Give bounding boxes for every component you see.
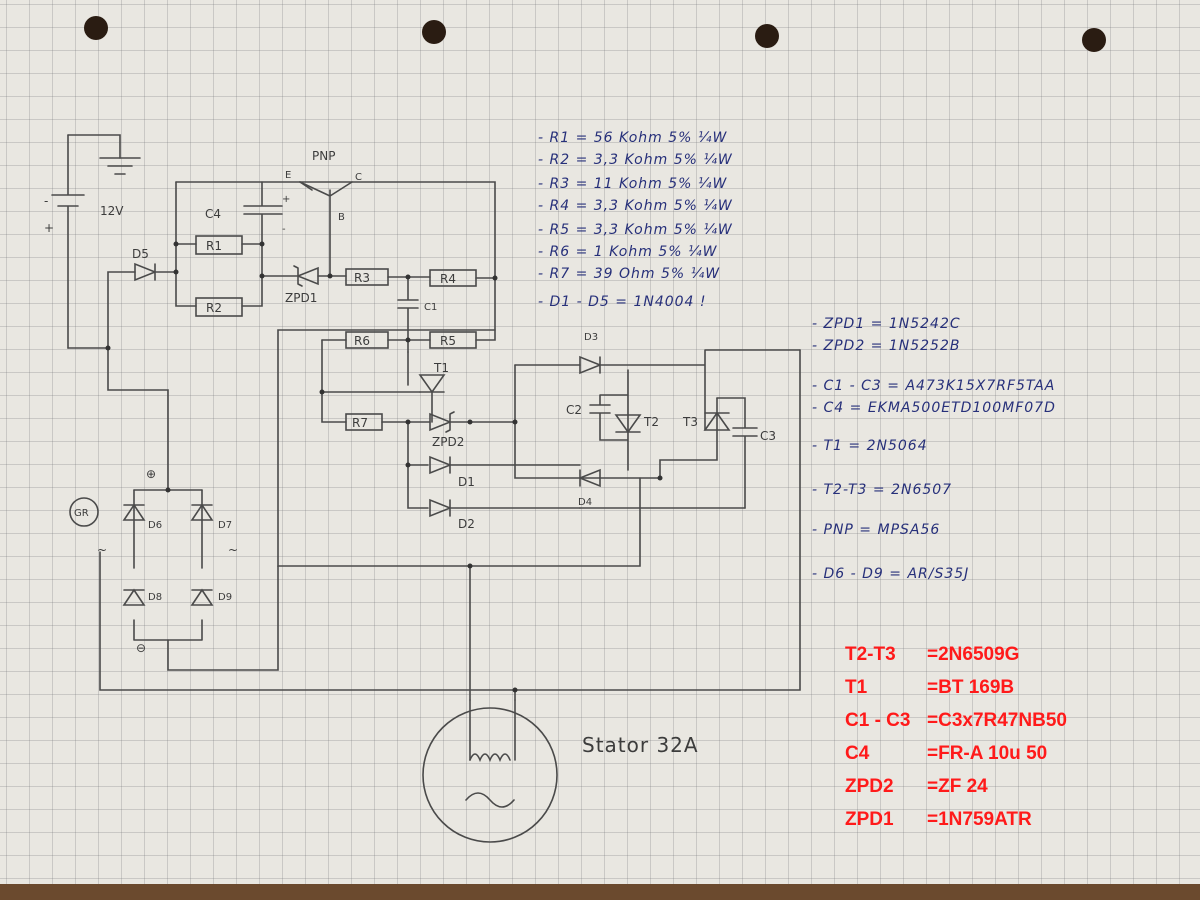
- svg-text:~: ~: [97, 543, 107, 557]
- svg-text:12V: 12V: [100, 204, 124, 218]
- gr-symbol: [69, 497, 99, 527]
- diode-d1: D1: [429, 455, 475, 489]
- svg-text:Stator 32A: Stator 32A: [582, 733, 699, 757]
- battery-12v: + - 12V: [44, 134, 141, 349]
- binder-hole: [422, 20, 446, 44]
- svg-text:-: -: [282, 224, 286, 235]
- part-r7: - R7 = 39 Ohm 5% ¼W: [538, 266, 720, 282]
- note-row: ZPD1=1N759ATR: [845, 809, 1032, 830]
- svg-text:PNP: PNP: [312, 149, 335, 163]
- note-row: T2-T3=2N6509G: [845, 644, 1020, 665]
- svg-text:B: B: [338, 212, 345, 223]
- svg-text:C2: C2: [566, 403, 582, 417]
- svg-text:C1: C1: [424, 302, 437, 313]
- part-pnp: - PNP = MPSA56: [812, 522, 940, 538]
- part-zpd2: - ZPD2 = 1N5252B: [812, 338, 960, 354]
- bridge-rectifier: GR ⊕ ⊖ ~ ~ D6 D7 D8 D9: [69, 467, 516, 691]
- svg-text:T2: T2: [643, 415, 659, 429]
- svg-text:D7: D7: [218, 520, 232, 531]
- binder-hole: [755, 24, 779, 48]
- svg-text:R6: R6: [354, 334, 370, 348]
- part-t1: - T1 = 2N5064: [812, 438, 928, 454]
- svg-text:D4: D4: [578, 497, 592, 508]
- svg-text:R4: R4: [440, 272, 456, 286]
- desk-edge: [0, 884, 1200, 900]
- svg-text:+: +: [44, 221, 54, 235]
- note-row: ZPD2=ZF 24: [845, 776, 988, 797]
- svg-text:D9: D9: [218, 592, 232, 603]
- part-r4: - R4 = 3,3 Kohm 5% ¼W: [538, 198, 733, 214]
- resistor-r1: R1: [195, 235, 243, 255]
- thyristor-t2: T2: [614, 414, 659, 434]
- svg-text:D3: D3: [584, 332, 598, 343]
- svg-text:D8: D8: [148, 592, 162, 603]
- svg-text:C3: C3: [760, 429, 776, 443]
- pnp-transistor: PNP E C B: [285, 149, 362, 277]
- svg-text:C4: C4: [205, 207, 221, 221]
- svg-text:D6: D6: [148, 520, 162, 531]
- svg-text:E: E: [285, 170, 291, 181]
- binder-hole: [1082, 28, 1106, 52]
- ground-icon: [99, 157, 141, 175]
- svg-text:R5: R5: [440, 334, 456, 348]
- svg-text:ZPD1: ZPD1: [285, 291, 317, 305]
- svg-text:T1: T1: [433, 361, 449, 375]
- svg-text:R7: R7: [352, 416, 368, 430]
- svg-text:C: C: [355, 172, 362, 183]
- red-replacement-notes: T2-T3=2N6509G T1=BT 169B C1 - C3=C3x7R47…: [845, 644, 1175, 842]
- binder-hole: [84, 16, 108, 40]
- svg-text:⊖: ⊖: [136, 641, 146, 655]
- part-r5: - R5 = 3,3 Kohm 5% ¼W: [538, 222, 733, 238]
- svg-text:⊕: ⊕: [146, 467, 156, 481]
- thyristor-t1: T1: [407, 351, 449, 423]
- part-c4: - C4 = EKMA500ETD100MF07D: [812, 400, 1056, 416]
- svg-text:R1: R1: [206, 239, 222, 253]
- svg-text:R3: R3: [354, 271, 370, 285]
- svg-text:~: ~: [228, 543, 238, 557]
- part-r2: - R2 = 3,3 Kohm 5% ¼W: [538, 152, 733, 168]
- capacitor-c1: C1: [397, 276, 437, 353]
- svg-text:T3: T3: [682, 415, 698, 429]
- part-r1: - R1 = 56 Kohm 5% ¼W: [538, 130, 727, 146]
- part-r6: - R6 = 1 Kohm 5% ¼W: [538, 244, 718, 260]
- svg-text:+: +: [282, 194, 290, 205]
- note-row: C4=FR-A 10u 50: [845, 743, 1048, 764]
- diode-d4: D4: [577, 468, 601, 508]
- part-c1-c3: - C1 - C3 = A473K15X7RF5TAA: [812, 378, 1055, 394]
- svg-text:D1: D1: [458, 475, 475, 489]
- note-row: T1=BT 169B: [845, 677, 1015, 698]
- part-d1-d5: - D1 - D5 = 1N4004 !: [538, 294, 707, 310]
- stator: Stator 32A: [422, 699, 699, 843]
- note-row: C1 - C3=C3x7R47NB50: [845, 710, 1067, 731]
- svg-text:R2: R2: [206, 301, 222, 315]
- part-t2-t3: - T2-T3 = 2N6507: [812, 482, 952, 498]
- part-d6-d9: - D6 - D9 = AR/S35J: [812, 566, 969, 582]
- svg-text:-: -: [44, 194, 48, 208]
- junction-dots: [105, 241, 663, 693]
- resistor-r2: R2: [195, 297, 243, 317]
- capacitor-c3: C3: [716, 397, 776, 509]
- svg-text:ZPD2: ZPD2: [432, 435, 464, 449]
- svg-text:D2: D2: [458, 517, 475, 531]
- svg-text:D5: D5: [132, 247, 149, 261]
- part-r3: - R3 = 11 Kohm 5% ¼W: [538, 176, 727, 192]
- capacitor-c4: C4 + -: [205, 181, 290, 245]
- svg-text:GR: GR: [74, 508, 89, 519]
- part-zpd1: - ZPD1 = 1N5242C: [812, 316, 961, 332]
